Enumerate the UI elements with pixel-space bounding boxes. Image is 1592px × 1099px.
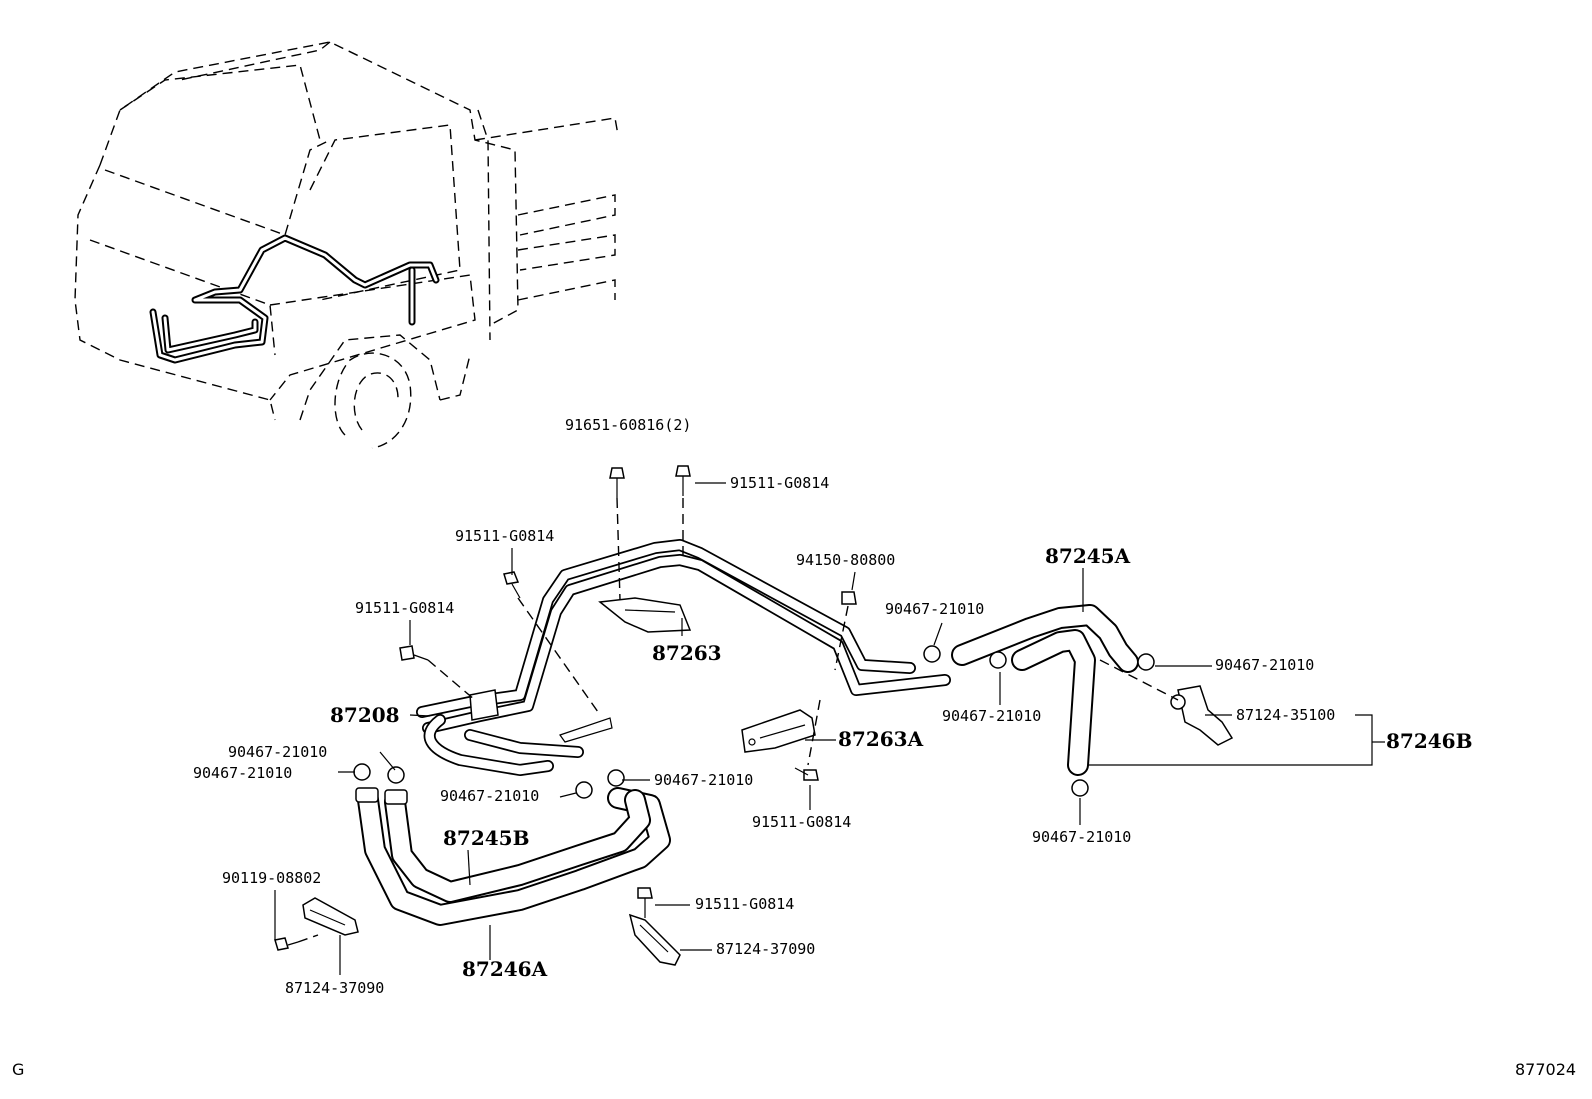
- label-90467-21010-a: 90467-21010: [885, 600, 984, 618]
- leader-lines: [274, 482, 1385, 975]
- hose-87245A: [951, 604, 1139, 776]
- corner-code-left: G: [12, 1060, 25, 1079]
- bracket-87263A: [741, 709, 816, 753]
- heater-route-on-truck: [149, 234, 440, 364]
- bracket-87263: [598, 597, 692, 633]
- label-87263: 87263: [652, 641, 722, 665]
- label-90467-21010-c: 90467-21010: [942, 707, 1041, 725]
- bracket-87208-clamp: [469, 689, 613, 743]
- label-87245B: 87245B: [443, 826, 529, 850]
- clamp-87124-37090-left: [302, 897, 359, 936]
- diagram-number: 877024: [1515, 1060, 1577, 1079]
- label-90467-21010-f: 90467-21010: [654, 771, 753, 789]
- truck-cab-illustration: [74, 41, 619, 449]
- label-91511-g0814-left2: 91511-G0814: [355, 599, 454, 617]
- assembly-lines: [297, 497, 1179, 943]
- clamp-87124-37090-right: [628, 913, 681, 966]
- label-91651-60816: 91651-60816(2): [565, 416, 691, 434]
- label-90467-21010-b: 90467-21010: [1215, 656, 1314, 674]
- label-87246B: 87246B: [1386, 729, 1472, 753]
- hose-87245B-87246A: [355, 787, 671, 926]
- label-94150-80800: 94150-80800: [796, 551, 895, 569]
- part-labels: 91651-60816(2) 91511-G0814 91511-G0814 9…: [193, 416, 1472, 997]
- label-87263A: 87263A: [838, 727, 924, 751]
- label-90467-21010-e: 90467-21010: [193, 764, 292, 782]
- heater-pipe-assembly: [416, 539, 951, 776]
- label-91511-g0814-mid: 91511-G0814: [752, 813, 851, 831]
- label-87246A: 87246A: [462, 957, 548, 981]
- fasteners: [274, 465, 1186, 951]
- label-87208: 87208: [330, 703, 400, 727]
- label-90467-21010-d: 90467-21010: [228, 743, 327, 761]
- label-91511-g0814-top: 91511-G0814: [730, 474, 829, 492]
- label-91511-g0814-low: 91511-G0814: [695, 895, 794, 913]
- label-91511-g0814-left1: 91511-G0814: [455, 527, 554, 545]
- label-87124-37090-right: 87124-37090: [716, 940, 815, 958]
- label-90467-21010-h: 90467-21010: [1032, 828, 1131, 846]
- label-87124-37090-left: 87124-37090: [285, 979, 384, 997]
- label-90467-21010-g: 90467-21010: [440, 787, 539, 805]
- label-87245A: 87245A: [1045, 544, 1131, 568]
- label-87124-35100: 87124-35100: [1236, 706, 1335, 724]
- label-90119-08802: 90119-08802: [222, 869, 321, 887]
